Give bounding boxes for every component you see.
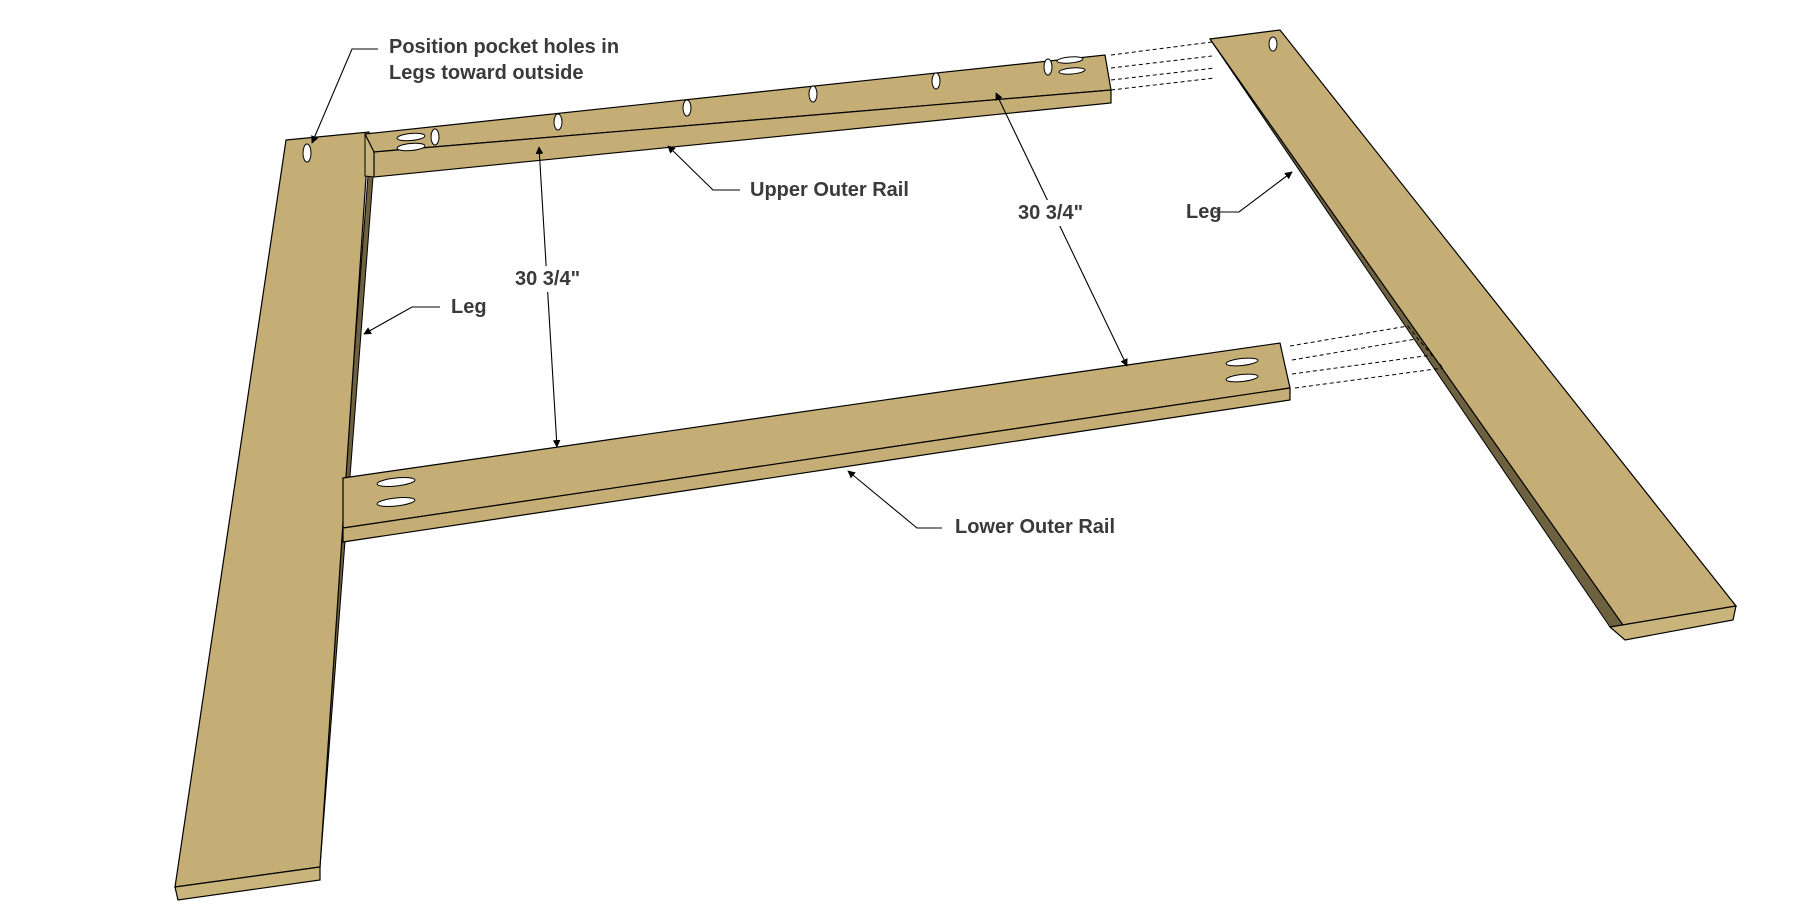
right-leg-label: Leg <box>1186 201 1222 223</box>
pocket-hole <box>1225 373 1259 383</box>
lower-rail-top <box>342 342 1291 529</box>
pocket-hole <box>396 132 426 142</box>
lower-rail-side <box>342 387 1291 543</box>
pocket-hole <box>430 128 440 146</box>
right-leg-face <box>1208 29 1738 626</box>
right-leg-leader <box>1214 171 1293 213</box>
pocket-hole <box>1043 58 1053 76</box>
lower-rail-label: Lower Outer Rail <box>955 516 1116 538</box>
leader-lines <box>311 48 1293 529</box>
pocket-hole <box>1056 56 1084 64</box>
pocket-hole <box>808 85 818 103</box>
left-leg-end <box>174 866 321 901</box>
left-leg-label: Leg <box>451 296 487 318</box>
pocket-hole <box>376 477 416 487</box>
alignment-lines <box>1110 41 1444 389</box>
upper-rail-label: Upper Outer Rail <box>750 179 909 201</box>
dim-arrow-right <box>995 92 1128 367</box>
dimension-left-label: 30 3/4" <box>512 266 584 292</box>
lower-outer-rail <box>342 342 1291 543</box>
pocket-hole <box>1268 36 1278 52</box>
lower-rail-leader <box>847 470 942 529</box>
pocket-hole <box>376 497 416 507</box>
pocket-hole <box>682 99 692 117</box>
pocket-hole-note-line2: Legs toward outside <box>389 62 584 84</box>
pocket-hole <box>1058 67 1086 75</box>
pocket-hole-note: Position pocket holes in Legs toward out… <box>389 34 649 86</box>
pocket-hole <box>1225 357 1259 367</box>
right-leg <box>1208 29 1738 641</box>
pocket-note-leader <box>311 48 378 144</box>
upper-rail-leader <box>667 145 740 191</box>
left-leg-leader <box>363 306 440 335</box>
dimension-right-label: 30 3/4" <box>1015 200 1087 226</box>
left-leg-face <box>174 131 370 888</box>
pocket-hole <box>396 142 426 152</box>
pocket-hole-note-line1: Position pocket holes in <box>389 36 620 58</box>
pocket-hole <box>931 72 941 90</box>
pocket-hole <box>553 113 563 131</box>
dim-arrow-left <box>535 146 561 448</box>
right-leg-end <box>1608 605 1737 641</box>
pocket-hole <box>302 143 312 163</box>
